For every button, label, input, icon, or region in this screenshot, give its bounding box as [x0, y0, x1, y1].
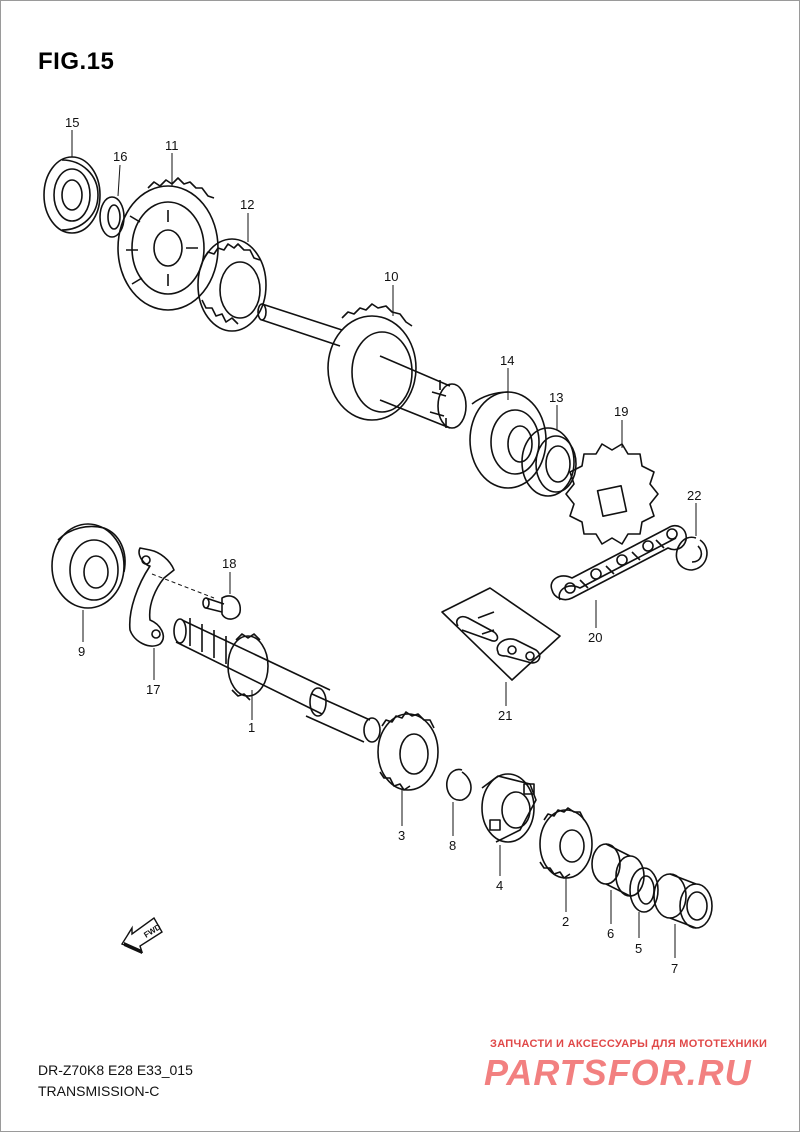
- callout-17: 17: [146, 682, 160, 697]
- callout-1: 1: [248, 720, 255, 735]
- part-9-bearing[interactable]: [51, 523, 126, 609]
- part-12-small-gear[interactable]: [197, 238, 267, 332]
- part-11-large-gear[interactable]: [117, 177, 219, 311]
- callout-9: 9: [78, 644, 85, 659]
- part-1-mainshaft[interactable]: [173, 618, 381, 743]
- part-4-dog-hub[interactable]: [481, 773, 537, 843]
- watermark-logo: PARTSFOR.RU: [484, 1052, 752, 1093]
- part-22-circlip[interactable]: [675, 536, 708, 571]
- callout-14: 14: [500, 353, 514, 368]
- part-19-drive-sprocket[interactable]: [565, 443, 659, 545]
- dash-17-to-18: [151, 573, 215, 599]
- part-10-countershaft[interactable]: [257, 303, 467, 429]
- part-15-bearing[interactable]: [43, 156, 101, 234]
- callout-21: 21: [498, 708, 512, 723]
- part-7-needle-bearing[interactable]: [653, 873, 713, 929]
- callout-6: 6: [607, 926, 614, 941]
- part-6-bushing[interactable]: [591, 843, 645, 897]
- callout-7: 7: [671, 961, 678, 976]
- section-title: TRANSMISSION-C: [38, 1083, 160, 1099]
- part-8-circlip[interactable]: [446, 768, 472, 801]
- callout-12: 12: [240, 197, 254, 212]
- callout-11: 11: [165, 138, 179, 153]
- model-code: DR-Z70K8 E28 E33_015: [38, 1062, 193, 1078]
- part-2-gear[interactable]: [539, 807, 593, 879]
- part-13-oil-seal[interactable]: [521, 427, 577, 497]
- callout-15: 15: [65, 115, 79, 130]
- callout-20: 20: [588, 630, 602, 645]
- figure-title: FIG.15: [38, 48, 115, 75]
- part-17-bearing-retainer[interactable]: [128, 547, 175, 647]
- callout-18: 18: [222, 556, 236, 571]
- part-18-bolt[interactable]: [202, 595, 242, 620]
- part-21-chain-joint[interactable]: [441, 587, 561, 681]
- callout-2: 2: [562, 914, 569, 929]
- leader-16: [117, 164, 121, 197]
- callout-13: 13: [549, 390, 563, 405]
- part-14-bearing[interactable]: [469, 391, 547, 489]
- fwd-arrow-icon: FWD: [120, 916, 163, 954]
- callout-8: 8: [449, 838, 456, 853]
- callout-16: 16: [113, 149, 127, 164]
- callout-5: 5: [635, 941, 642, 956]
- part-20-drive-chain[interactable]: [550, 524, 687, 601]
- callout-3: 3: [398, 828, 405, 843]
- callout-4: 4: [496, 878, 503, 893]
- callout-22: 22: [687, 488, 701, 503]
- callout-10: 10: [384, 269, 398, 284]
- part-3-gear[interactable]: [377, 711, 439, 791]
- watermark-text: ЗАПЧАСТИ И АКСЕССУАРЫ ДЛЯ МОТОТЕХНИКИ: [490, 1038, 768, 1050]
- callout-19: 19: [614, 404, 628, 419]
